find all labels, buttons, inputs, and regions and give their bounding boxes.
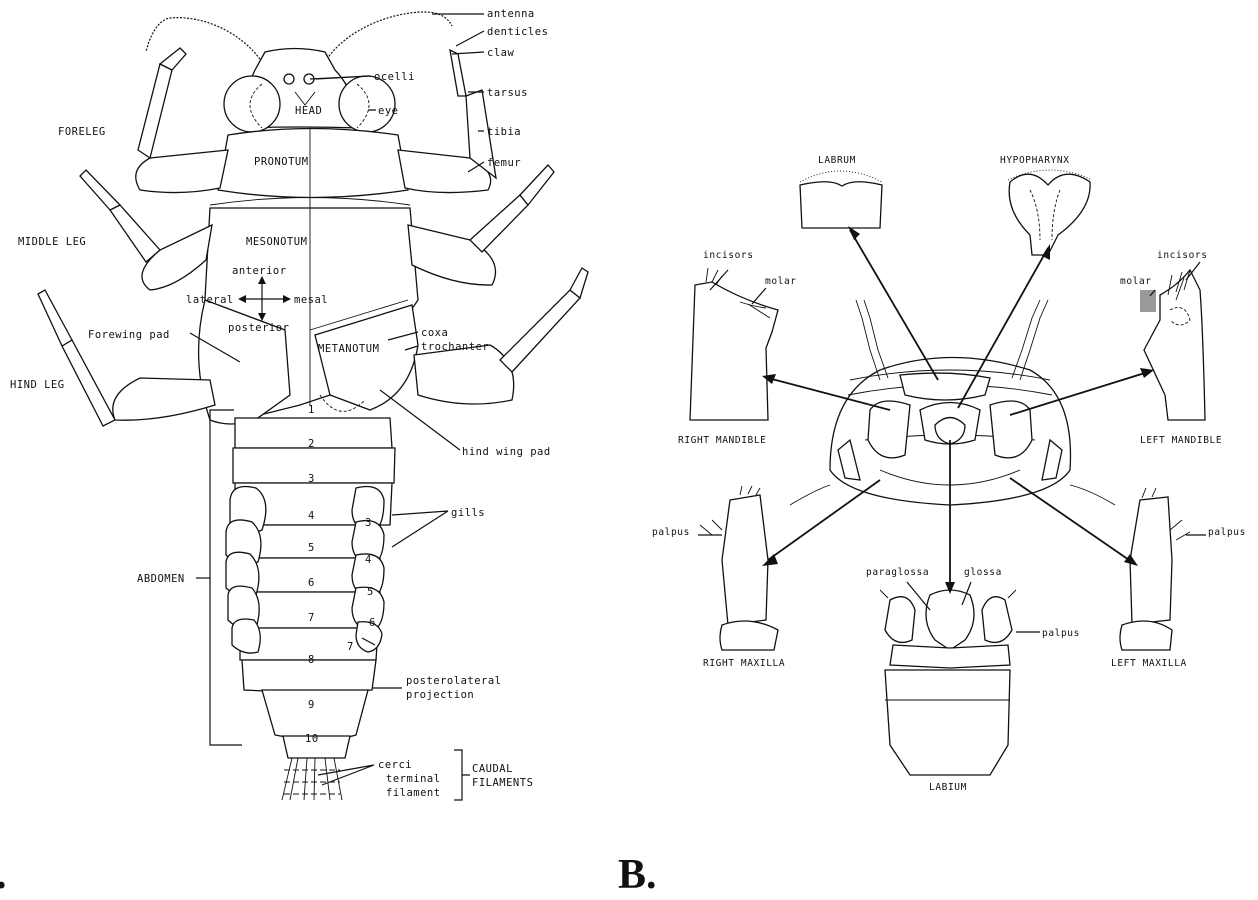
label-incisors-right-mandible: incisors [703, 250, 754, 261]
label-cerci: cerci [378, 759, 412, 771]
label-terminal: terminal [386, 773, 441, 785]
panel-label-a: . [0, 852, 7, 895]
gill-number: 4 [365, 554, 372, 566]
label-metanotum: METANOTUM [318, 343, 379, 355]
label-ocelli: ocelli [374, 71, 415, 83]
label-eye: eye [378, 105, 398, 117]
label-projection: projection [406, 689, 474, 701]
label-coxa: coxa [421, 327, 448, 339]
label-hypopharynx: HYPOPHARYNX [1000, 155, 1070, 166]
label-posterolateral: posterolateral [406, 675, 502, 687]
label-caudal: CAUDAL [472, 763, 513, 775]
label-foreleg: FORELEG [58, 126, 106, 138]
label-palpus-labium: palpus [1042, 628, 1080, 639]
label-middle-leg: MIDDLE LEG [18, 236, 86, 248]
label-filaments: FILAMENTS [472, 777, 533, 789]
segment-number: 9 [308, 699, 315, 711]
label-left-maxilla: LEFT MAXILLA [1111, 658, 1187, 669]
label-glossa: glossa [964, 567, 1002, 578]
label-femur: femur [487, 157, 521, 169]
label-hind-wing-pad: hind wing pad [462, 446, 551, 458]
label-tibia: tibia [487, 126, 521, 138]
label-posterior: posterior [228, 322, 289, 334]
gill-number: 3 [365, 517, 372, 529]
label-antenna: antenna [487, 8, 535, 20]
label-denticles: denticles [487, 26, 548, 38]
label-trochanter: trochanter [421, 341, 489, 353]
gill-number: 6 [369, 617, 376, 629]
panel-b-mouthparts-drawing [690, 170, 1206, 775]
label-molar-left-mandible: molar [1120, 276, 1152, 287]
label-right-mandible: RIGHT MANDIBLE [678, 435, 766, 446]
label-incisors-left-mandible: incisors [1157, 250, 1208, 261]
segment-number: 3 [308, 473, 315, 485]
label-molar-right-mandible: molar [765, 276, 797, 287]
label-forewing-pad: Forewing pad [88, 329, 170, 341]
label-filament: filament [386, 787, 441, 799]
label-mesal: mesal [294, 294, 328, 306]
label-right-maxilla: RIGHT MAXILLA [703, 658, 785, 669]
label-labium: LABIUM [929, 782, 967, 793]
segment-number: 8 [308, 654, 315, 666]
label-left-mandible: LEFT MANDIBLE [1140, 435, 1222, 446]
segment-number: 7 [308, 612, 315, 624]
label-gills: gills [451, 507, 485, 519]
segment-number: 1 [308, 404, 315, 416]
label-claw: claw [487, 47, 514, 59]
label-hind-leg: HIND LEG [10, 379, 65, 391]
label-labrum: LABRUM [818, 155, 856, 166]
segment-number: 5 [308, 542, 315, 554]
label-head: HEAD [295, 105, 322, 117]
gill-number: 7 [347, 641, 354, 653]
panel-label-b: B. [618, 852, 657, 895]
label-pronotum: PRONOTUM [254, 156, 309, 168]
segment-number: 10 [305, 733, 319, 745]
label-mesonotum: MESONOTUM [246, 236, 307, 248]
label-palpus-left-maxilla: palpus [1208, 527, 1246, 538]
segment-number: 4 [308, 510, 315, 522]
label-lateral: lateral [186, 294, 234, 306]
label-anterior: anterior [232, 265, 287, 277]
label-tarsus: tarsus [487, 87, 528, 99]
gill-number: 5 [367, 586, 374, 598]
label-abdomen: ABDOMEN [137, 573, 185, 585]
segment-number: 6 [308, 577, 315, 589]
segment-number: 2 [308, 438, 315, 450]
label-palpus-right-maxilla: palpus [652, 527, 690, 538]
label-paraglossa: paraglossa [866, 567, 929, 578]
